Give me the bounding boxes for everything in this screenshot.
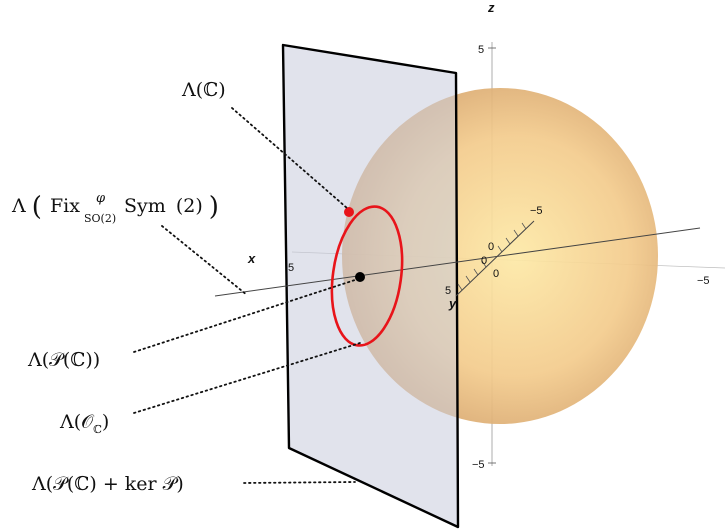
- label-lambda-fix: Λ ( Fix: [11, 192, 80, 222]
- leader-lambda-o: [133, 342, 361, 414]
- label-lambda-c: Λ(ℂ): [181, 79, 226, 101]
- y-tick-neg: −5: [530, 205, 543, 217]
- leader-lambda-c: [231, 107, 348, 209]
- axes: [214, 47, 701, 464]
- label-lambda-fix-phi: φ: [96, 191, 106, 206]
- plane: [281, 43, 460, 529]
- leader-lines: [133, 107, 361, 484]
- y-axis-ticks: [457, 222, 527, 291]
- label-lambda-pker: Λ(𝒫(ℂ) + ker 𝒫): [31, 473, 184, 495]
- z-tick-top: 5: [478, 44, 484, 56]
- leader-lambda-pker: [243, 481, 356, 484]
- origin-z-label: 0: [488, 241, 494, 253]
- x-tick-pos: 5: [288, 262, 294, 274]
- origin-x-label: 0: [481, 255, 487, 267]
- x-tick-neg: −5: [697, 275, 710, 287]
- y-axis-name: y: [448, 296, 457, 311]
- x-axis-line: [214, 227, 701, 297]
- label-lambda-fix-group: SO(2): [84, 212, 116, 225]
- label-lambda-o: Λ(𝒪ℂ): [59, 411, 109, 436]
- x-axis-name: x: [247, 251, 256, 266]
- y-axis-line: [455, 220, 535, 297]
- y-tick-pos: 5: [445, 285, 451, 297]
- z-tick-bottom: −5: [472, 459, 485, 471]
- label-lambda-p: Λ(𝒫(ℂ)): [27, 349, 100, 371]
- origin-y-label: 0: [493, 268, 499, 280]
- red-circle: [330, 205, 404, 347]
- z-axis-name: z: [487, 0, 495, 15]
- black-point: [355, 272, 365, 282]
- label-lambda-fix-sym: Sym (2) ): [124, 192, 219, 222]
- leader-lambda-p: [133, 279, 356, 353]
- leader-lambda-fix: [161, 225, 248, 296]
- red-point: [344, 207, 354, 217]
